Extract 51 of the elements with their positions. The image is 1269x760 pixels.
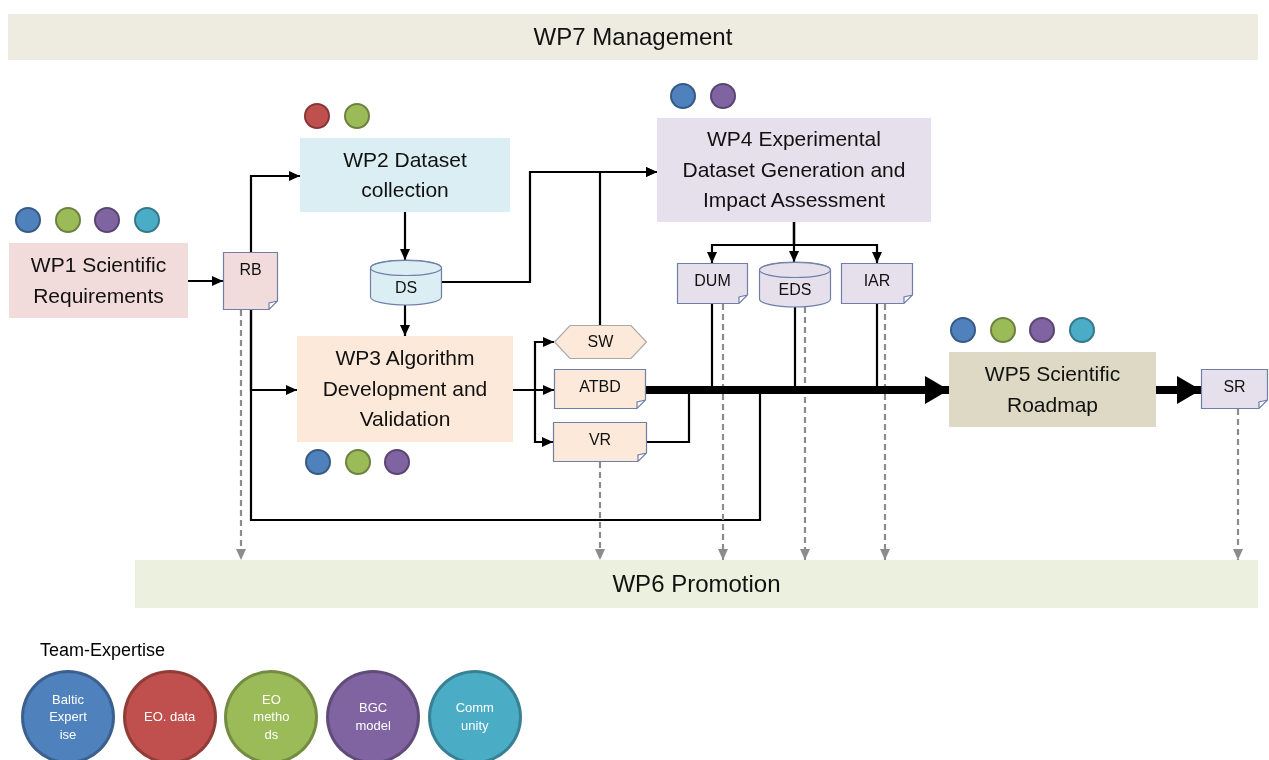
database-cylinder: [759, 262, 831, 307]
arrow: [792, 222, 882, 263]
legend-label: EO metho ds: [252, 690, 291, 744]
node-label: VR: [588, 430, 612, 450]
arrow: [400, 212, 410, 260]
hexagon-shape: [554, 325, 647, 359]
node-label: WP6 Promotion: [612, 568, 781, 599]
document-shape: [553, 422, 647, 462]
arrow: [249, 171, 300, 252]
document-shape: [223, 252, 278, 310]
legend-label: EO. data: [143, 708, 196, 726]
node-label: WP2 Dataset collection: [342, 146, 468, 203]
node-label: WP7 Management: [533, 21, 733, 52]
node-label: DUM: [694, 271, 731, 291]
arrow: [598, 167, 657, 325]
arrow: [400, 305, 410, 336]
node-label: EDS: [778, 279, 812, 300]
dashed-arrow: [880, 304, 890, 560]
document-shape: [1201, 369, 1268, 409]
node-label: WP5 Scientific Roadmap: [983, 361, 1122, 418]
node-label: SR: [1223, 377, 1246, 397]
dashed-arrow: [800, 307, 810, 560]
document-shape: [677, 263, 748, 304]
node-label: WP3 Algorithm Development and Validation: [321, 345, 489, 433]
legend-label: Baltic Expert ise: [48, 690, 88, 744]
banner-bar: [8, 14, 1258, 60]
node-label: RB: [239, 260, 262, 280]
document-shape: [554, 369, 646, 409]
legend-label: BGC model: [354, 699, 392, 735]
dashed-arrow: [236, 310, 246, 560]
node-label: WP1 Scientific Requirements: [29, 252, 168, 309]
node-label: DS: [394, 277, 418, 298]
legend-label: Comm unity: [454, 699, 495, 735]
dashed-arrow: [718, 304, 728, 560]
process-box: [949, 352, 1156, 427]
process-box: [657, 118, 931, 222]
document-shape: [841, 263, 913, 304]
database-cylinder: [370, 260, 442, 305]
node-label: ATBD: [579, 377, 621, 397]
process-box: [300, 138, 510, 212]
legend-title: Team-Expertise: [40, 640, 166, 661]
banner-bar: [135, 560, 1258, 608]
process-box: [297, 336, 513, 442]
node-label: SW: [587, 332, 614, 353]
arrow: [513, 388, 553, 447]
process-box: [9, 243, 188, 318]
dashed-arrow: [595, 462, 605, 560]
node-label: WP4 Experimental Dataset Generation and Impact Assessment: [681, 126, 907, 214]
node-label: IAR: [863, 271, 891, 291]
dashed-arrow: [1233, 409, 1243, 560]
arrow: [188, 276, 223, 286]
